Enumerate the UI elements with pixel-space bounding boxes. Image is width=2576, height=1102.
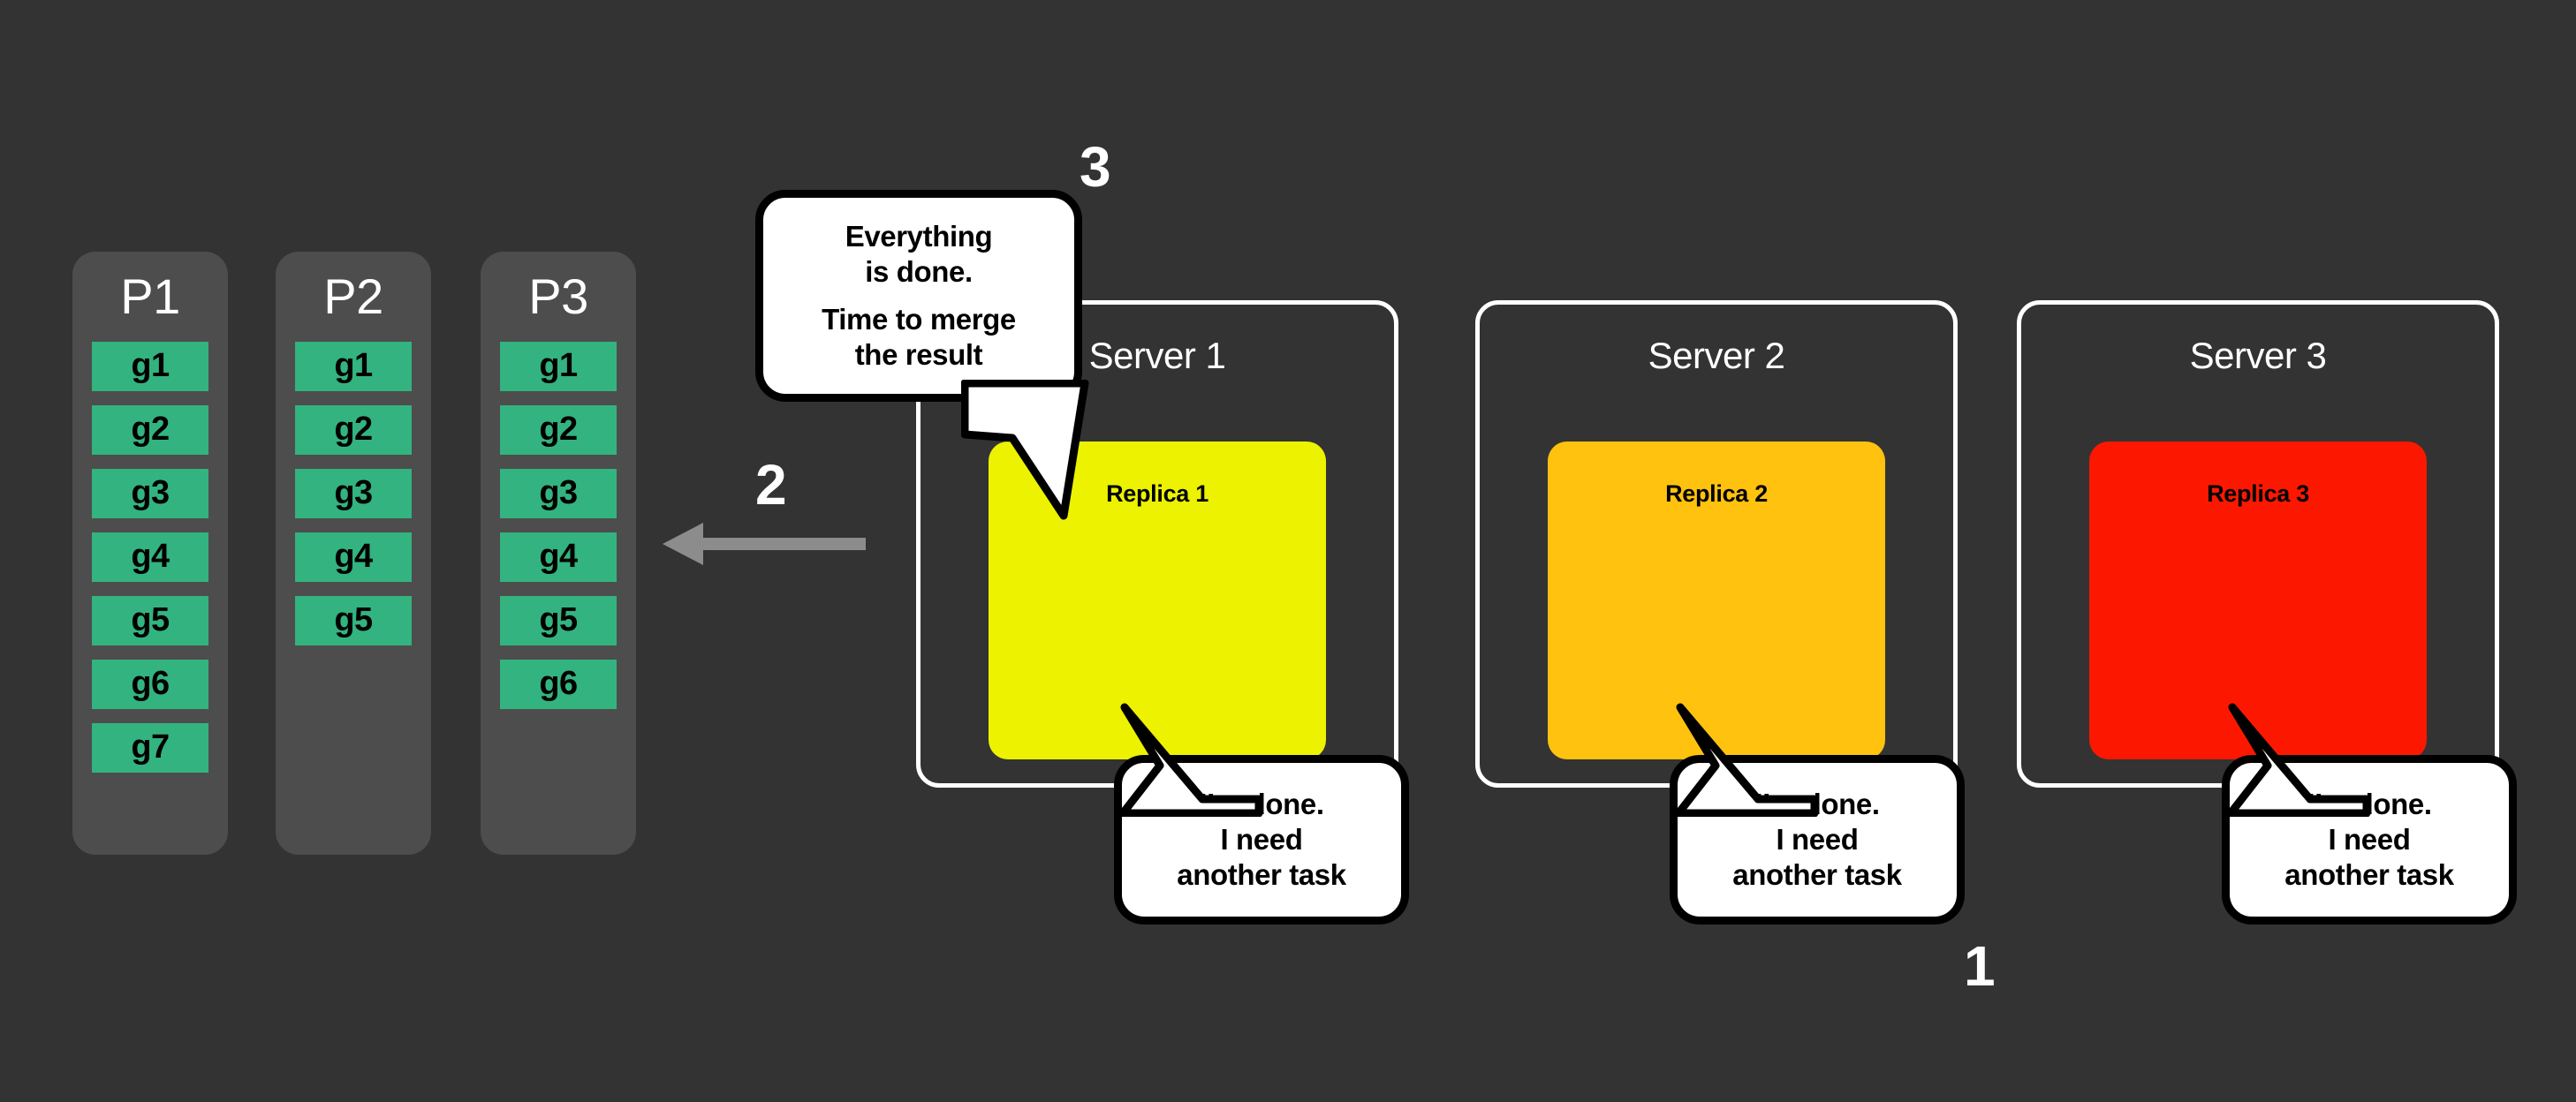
bubble-line: I need: [1776, 822, 1859, 856]
bubble-line: is done.: [865, 254, 973, 288]
partition-chunk: g6: [92, 659, 208, 709]
replica-box-2: Replica 2: [1548, 442, 1885, 759]
speech-bubble-done-1: I’m done. I need another task: [1114, 755, 1409, 925]
partition-title: P2: [323, 268, 383, 324]
partition-chunk: g5: [295, 595, 412, 645]
bubble-line: another task: [2284, 858, 2454, 892]
server-title: Server 1: [1088, 335, 1226, 376]
partition-column-p1: P1 g1 g2 g3 g4 g5 g6 g7: [72, 252, 228, 855]
server-box-2: Server 2 Replica 2: [1475, 300, 1958, 788]
bubble-line: the result: [854, 338, 983, 372]
bubble-line: another task: [1177, 858, 1346, 892]
speech-bubble-done-3: I’m done. I need another task: [2222, 755, 2517, 925]
partition-chunk: g1: [500, 341, 617, 391]
bubble-line: Time to merge: [822, 302, 1016, 336]
partition-chunk: g2: [500, 404, 617, 455]
partition-chunk: g3: [92, 468, 208, 518]
step-number-3: 3: [1080, 135, 1111, 199]
partition-column-p2: P2 g1 g2 g3 g4 g5: [276, 252, 431, 855]
partition-chunk: g6: [500, 659, 617, 709]
partition-chunk: g2: [92, 404, 208, 455]
partition-chunk: g1: [295, 341, 412, 391]
server-title: Server 2: [1648, 335, 1785, 376]
bubble-line: another task: [1732, 858, 1902, 892]
partition-chunk: g4: [295, 532, 412, 582]
partition-chunk: g3: [295, 468, 412, 518]
bubble-line: I’m done.: [1754, 787, 1880, 820]
partition-chunk: g3: [500, 468, 617, 518]
speech-bubble-merge: Everything is done. Time to merge the re…: [755, 190, 1082, 402]
partition-chunk: g4: [500, 532, 617, 582]
step-number-2: 2: [755, 453, 787, 517]
server-box-3: Server 3 Replica 3: [2017, 300, 2499, 788]
bubble-line: I need: [1220, 822, 1303, 856]
bubble-line: I need: [2328, 822, 2411, 856]
partition-column-p3: P3 g1 g2 g3 g4 g5 g6: [481, 252, 636, 855]
bubble-line: I’m done.: [1199, 787, 1324, 820]
partition-chunk: g5: [92, 595, 208, 645]
merge-arrow-icon: [663, 523, 866, 565]
bubble-line: I’m done.: [2307, 787, 2432, 820]
speech-bubble-done-2: I’m done. I need another task: [1670, 755, 1965, 925]
bubble-line: Everything: [845, 219, 993, 253]
partition-chunk: g7: [92, 722, 208, 773]
partition-title: P3: [528, 268, 588, 324]
replica-box-3: Replica 3: [2089, 442, 2427, 759]
bubble-line-gap: [786, 290, 1051, 302]
partition-chunk: g5: [500, 595, 617, 645]
partition-chunk: g2: [295, 404, 412, 455]
replica-box-1: Replica 1: [989, 442, 1326, 759]
server-title: Server 3: [2189, 335, 2327, 376]
partition-title: P1: [120, 268, 180, 324]
partition-chunk: g4: [92, 532, 208, 582]
partition-chunk: g1: [92, 341, 208, 391]
step-number-1: 1: [1964, 934, 1996, 998]
